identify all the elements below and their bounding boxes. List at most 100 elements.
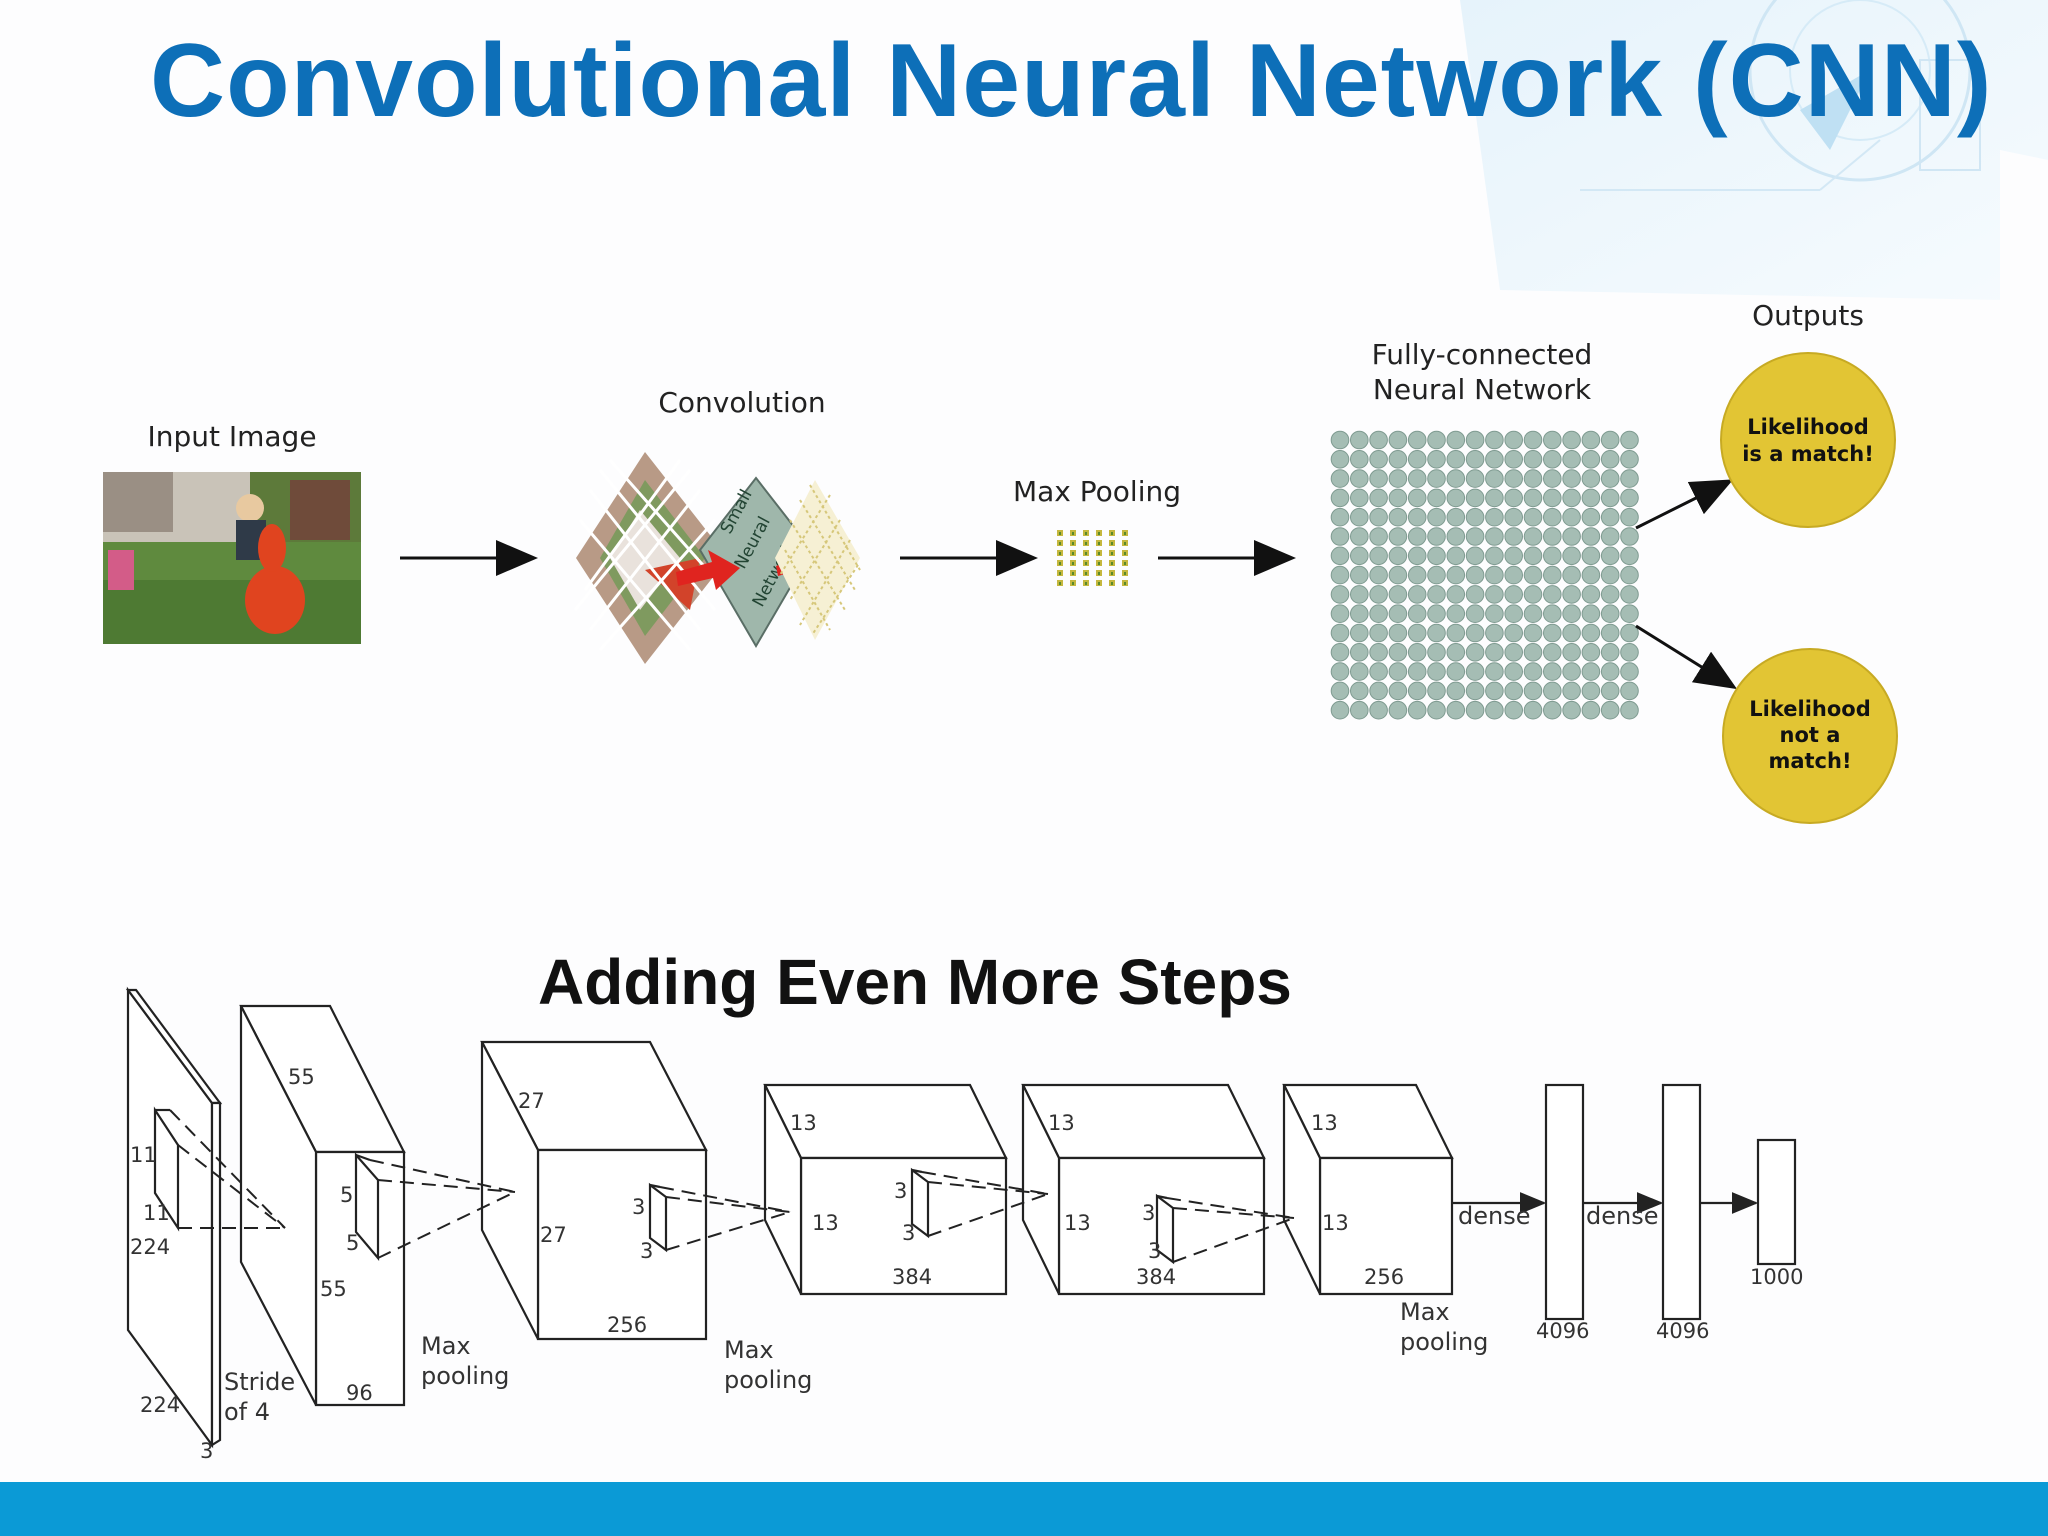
- fc-node: [1543, 430, 1562, 450]
- fc-node: [1504, 507, 1523, 527]
- fc-node: [1600, 700, 1620, 720]
- fc-node: [1446, 430, 1466, 450]
- fc-node: [1465, 507, 1485, 527]
- stride-line2: of 4: [224, 1398, 270, 1426]
- fc-node: [1485, 450, 1504, 469]
- fc-node: [1407, 662, 1427, 681]
- fc-node: [1330, 546, 1350, 566]
- fc-node: [1330, 430, 1350, 450]
- fc-node: [1407, 507, 1427, 527]
- fc-node: [1523, 507, 1543, 527]
- fc-node: [1504, 700, 1523, 720]
- fc-node: [1369, 565, 1388, 585]
- fc-node: [1427, 469, 1446, 488]
- kernel2-b-label: 5: [346, 1231, 359, 1255]
- fc-node: [1446, 662, 1466, 681]
- fc-node: [1465, 488, 1485, 508]
- fc-node: [1330, 662, 1350, 681]
- max-pooling-bars: [1057, 530, 1128, 586]
- convolution-label: Convolution: [658, 386, 825, 419]
- fc-node: [1407, 469, 1427, 488]
- max-pooling-label: Max Pooling: [1013, 475, 1181, 508]
- fc-node: [1330, 527, 1350, 546]
- fc-node: [1485, 546, 1504, 566]
- fc-node: [1330, 507, 1350, 527]
- output-match-line2: is a match!: [1742, 442, 1874, 466]
- fc-node: [1562, 643, 1581, 662]
- fc-node: [1620, 604, 1639, 624]
- kernel4-a-label: 3: [894, 1179, 907, 1203]
- fc-node: [1581, 450, 1601, 469]
- fc-node: [1388, 643, 1408, 662]
- fc-node: [1504, 643, 1523, 662]
- output-nomatch-line3: match!: [1768, 749, 1851, 773]
- fc-node: [1465, 662, 1485, 681]
- fc-node: [1330, 681, 1350, 701]
- pool3-line2: pooling: [1400, 1328, 1488, 1356]
- fc-node: [1581, 430, 1601, 450]
- fc-node: [1543, 604, 1562, 624]
- fc-node: [1369, 430, 1388, 450]
- fc-node: [1543, 527, 1562, 546]
- fc-node: [1465, 469, 1485, 488]
- fc-node: [1523, 488, 1543, 508]
- fc-node: [1330, 469, 1350, 488]
- pool2-line2: pooling: [724, 1366, 812, 1394]
- layer3-h-label: 13: [790, 1111, 817, 1135]
- stride-line1: Stride: [224, 1368, 295, 1396]
- fc-node: [1369, 700, 1388, 720]
- output-nomatch-line2: not a: [1780, 723, 1841, 747]
- output-match-circle: Likelihood is a match!: [1720, 352, 1896, 528]
- fc-node: [1407, 430, 1427, 450]
- fc-node: [1330, 565, 1350, 585]
- fc-node: [1562, 488, 1581, 508]
- fc-node: [1485, 527, 1504, 546]
- fc-node: [1388, 585, 1408, 604]
- convolution-tiles: [573, 452, 728, 664]
- input-depth-label: 3: [200, 1439, 213, 1463]
- layer1-h-label: 55: [288, 1065, 315, 1089]
- fc-node: [1523, 546, 1543, 566]
- dense1-label: dense: [1458, 1202, 1530, 1230]
- fc-node: [1446, 450, 1466, 469]
- red-arrow-1: [676, 550, 740, 590]
- fc-node: [1562, 585, 1581, 604]
- fc-node: [1523, 585, 1543, 604]
- layer3-d-label: 384: [892, 1265, 932, 1289]
- fc-node: [1543, 623, 1562, 643]
- fc-node: [1388, 565, 1408, 585]
- fc-node: [1523, 604, 1543, 624]
- fc-node: [1330, 700, 1350, 720]
- fc-node: [1446, 507, 1466, 527]
- fc-node: [1388, 488, 1408, 508]
- output-nomatch-line1: Likelihood: [1749, 697, 1870, 721]
- fc-node: [1485, 488, 1504, 508]
- fc-node: [1600, 450, 1620, 469]
- fc-node: [1562, 681, 1581, 701]
- fc-node: [1427, 700, 1446, 720]
- fc-node: [1504, 469, 1523, 488]
- fc-node: [1330, 585, 1350, 604]
- fc-node: [1350, 488, 1369, 508]
- fc-node: [1350, 469, 1369, 488]
- fc-node: [1485, 507, 1504, 527]
- fc-node: [1523, 662, 1543, 681]
- fc-node: [1350, 604, 1369, 624]
- fc-node: [1446, 643, 1466, 662]
- fc-node: [1407, 604, 1427, 624]
- fc-node: [1543, 681, 1562, 701]
- fc-node: [1581, 585, 1601, 604]
- fc-node: [1407, 565, 1427, 585]
- fc-node: [1427, 546, 1446, 566]
- fc-node: [1523, 643, 1543, 662]
- kernel1-b-label: 11: [143, 1201, 170, 1225]
- fc-node: [1504, 662, 1523, 681]
- slide-title: Convolutional Neural Network (CNN): [150, 23, 1993, 139]
- fc-node: [1407, 488, 1427, 508]
- section-subtitle: Adding Even More Steps: [538, 946, 1292, 1018]
- fc-node: [1581, 700, 1601, 720]
- pool2-line1: Max: [724, 1336, 774, 1364]
- fc-node: [1620, 643, 1639, 662]
- layer4-w-label: 13: [1064, 1211, 1091, 1235]
